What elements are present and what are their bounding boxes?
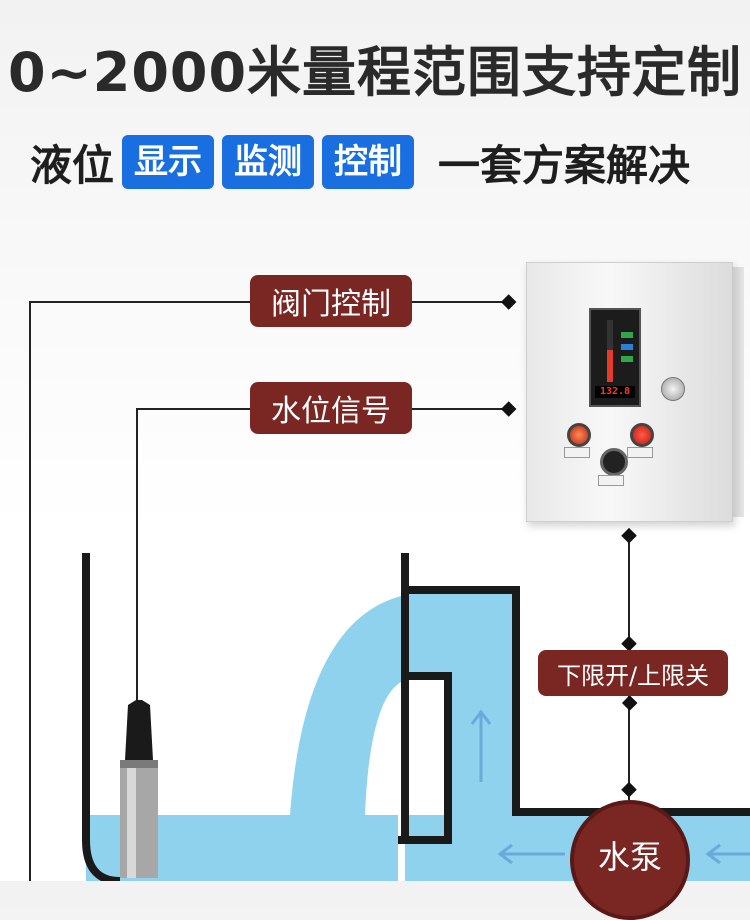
left-arrow-icon: [705, 843, 750, 865]
knob-plate: [598, 475, 624, 486]
process-diagram: [29, 294, 750, 881]
valve-wire: [29, 301, 250, 881]
level-sensor-icon: [120, 700, 158, 878]
selector-knob: [600, 448, 628, 476]
diamond-connector-icon: [621, 635, 637, 652]
meter-digits: 132.8: [595, 386, 635, 398]
up-arrow-icon: [470, 709, 492, 782]
subtitle-prefix: 液位: [30, 140, 115, 190]
meter-button-green: [621, 332, 633, 338]
pump-label: 水泵: [570, 800, 690, 920]
badge-monitor: 监测: [222, 135, 315, 189]
key-lock-icon: [661, 377, 685, 401]
limit-switch-label: 下限开/上限关: [538, 650, 728, 696]
pipe-outline-inner: [398, 672, 452, 844]
diamond-connector-icon: [621, 781, 637, 798]
meter-button-green-2: [621, 356, 633, 362]
diamond-connector-icon: [500, 294, 517, 310]
subtitle-suffix: 一套方案解决: [438, 140, 691, 190]
water-level-signal-label: 水位信号: [250, 382, 412, 434]
diamond-connector-icon: [621, 695, 638, 711]
meter-button-blue: [621, 344, 633, 350]
meter-bargraph: [607, 320, 613, 382]
control-cabinet: 132.8: [526, 262, 744, 522]
pipe-water-top: [405, 593, 512, 673]
lamp-plate-left: [564, 447, 590, 458]
badge-display: 显示: [122, 135, 215, 189]
tank-outline: [82, 553, 121, 881]
page-title: 0~2000米量程范围支持定制: [7, 41, 743, 104]
indicator-lamp-left: [567, 423, 591, 447]
lamp-plate-right: [627, 447, 653, 458]
diamond-connector-icon: [621, 527, 637, 544]
water-stream: [290, 595, 405, 815]
cabinet-side: [732, 267, 744, 517]
left-arrow-icon: [497, 843, 565, 865]
badge-control: 控制: [322, 135, 415, 189]
indicator-lamp-right: [630, 423, 654, 447]
signal-wire: [136, 408, 250, 700]
subtitle-row: 液位 显示 监测 控制 一套方案解决: [30, 132, 690, 192]
meter-bargraph-fill: [607, 350, 613, 382]
valve-control-label: 阀门控制: [250, 275, 412, 327]
level-meter: 132.8: [589, 308, 641, 407]
diamond-connector-icon: [500, 401, 517, 417]
